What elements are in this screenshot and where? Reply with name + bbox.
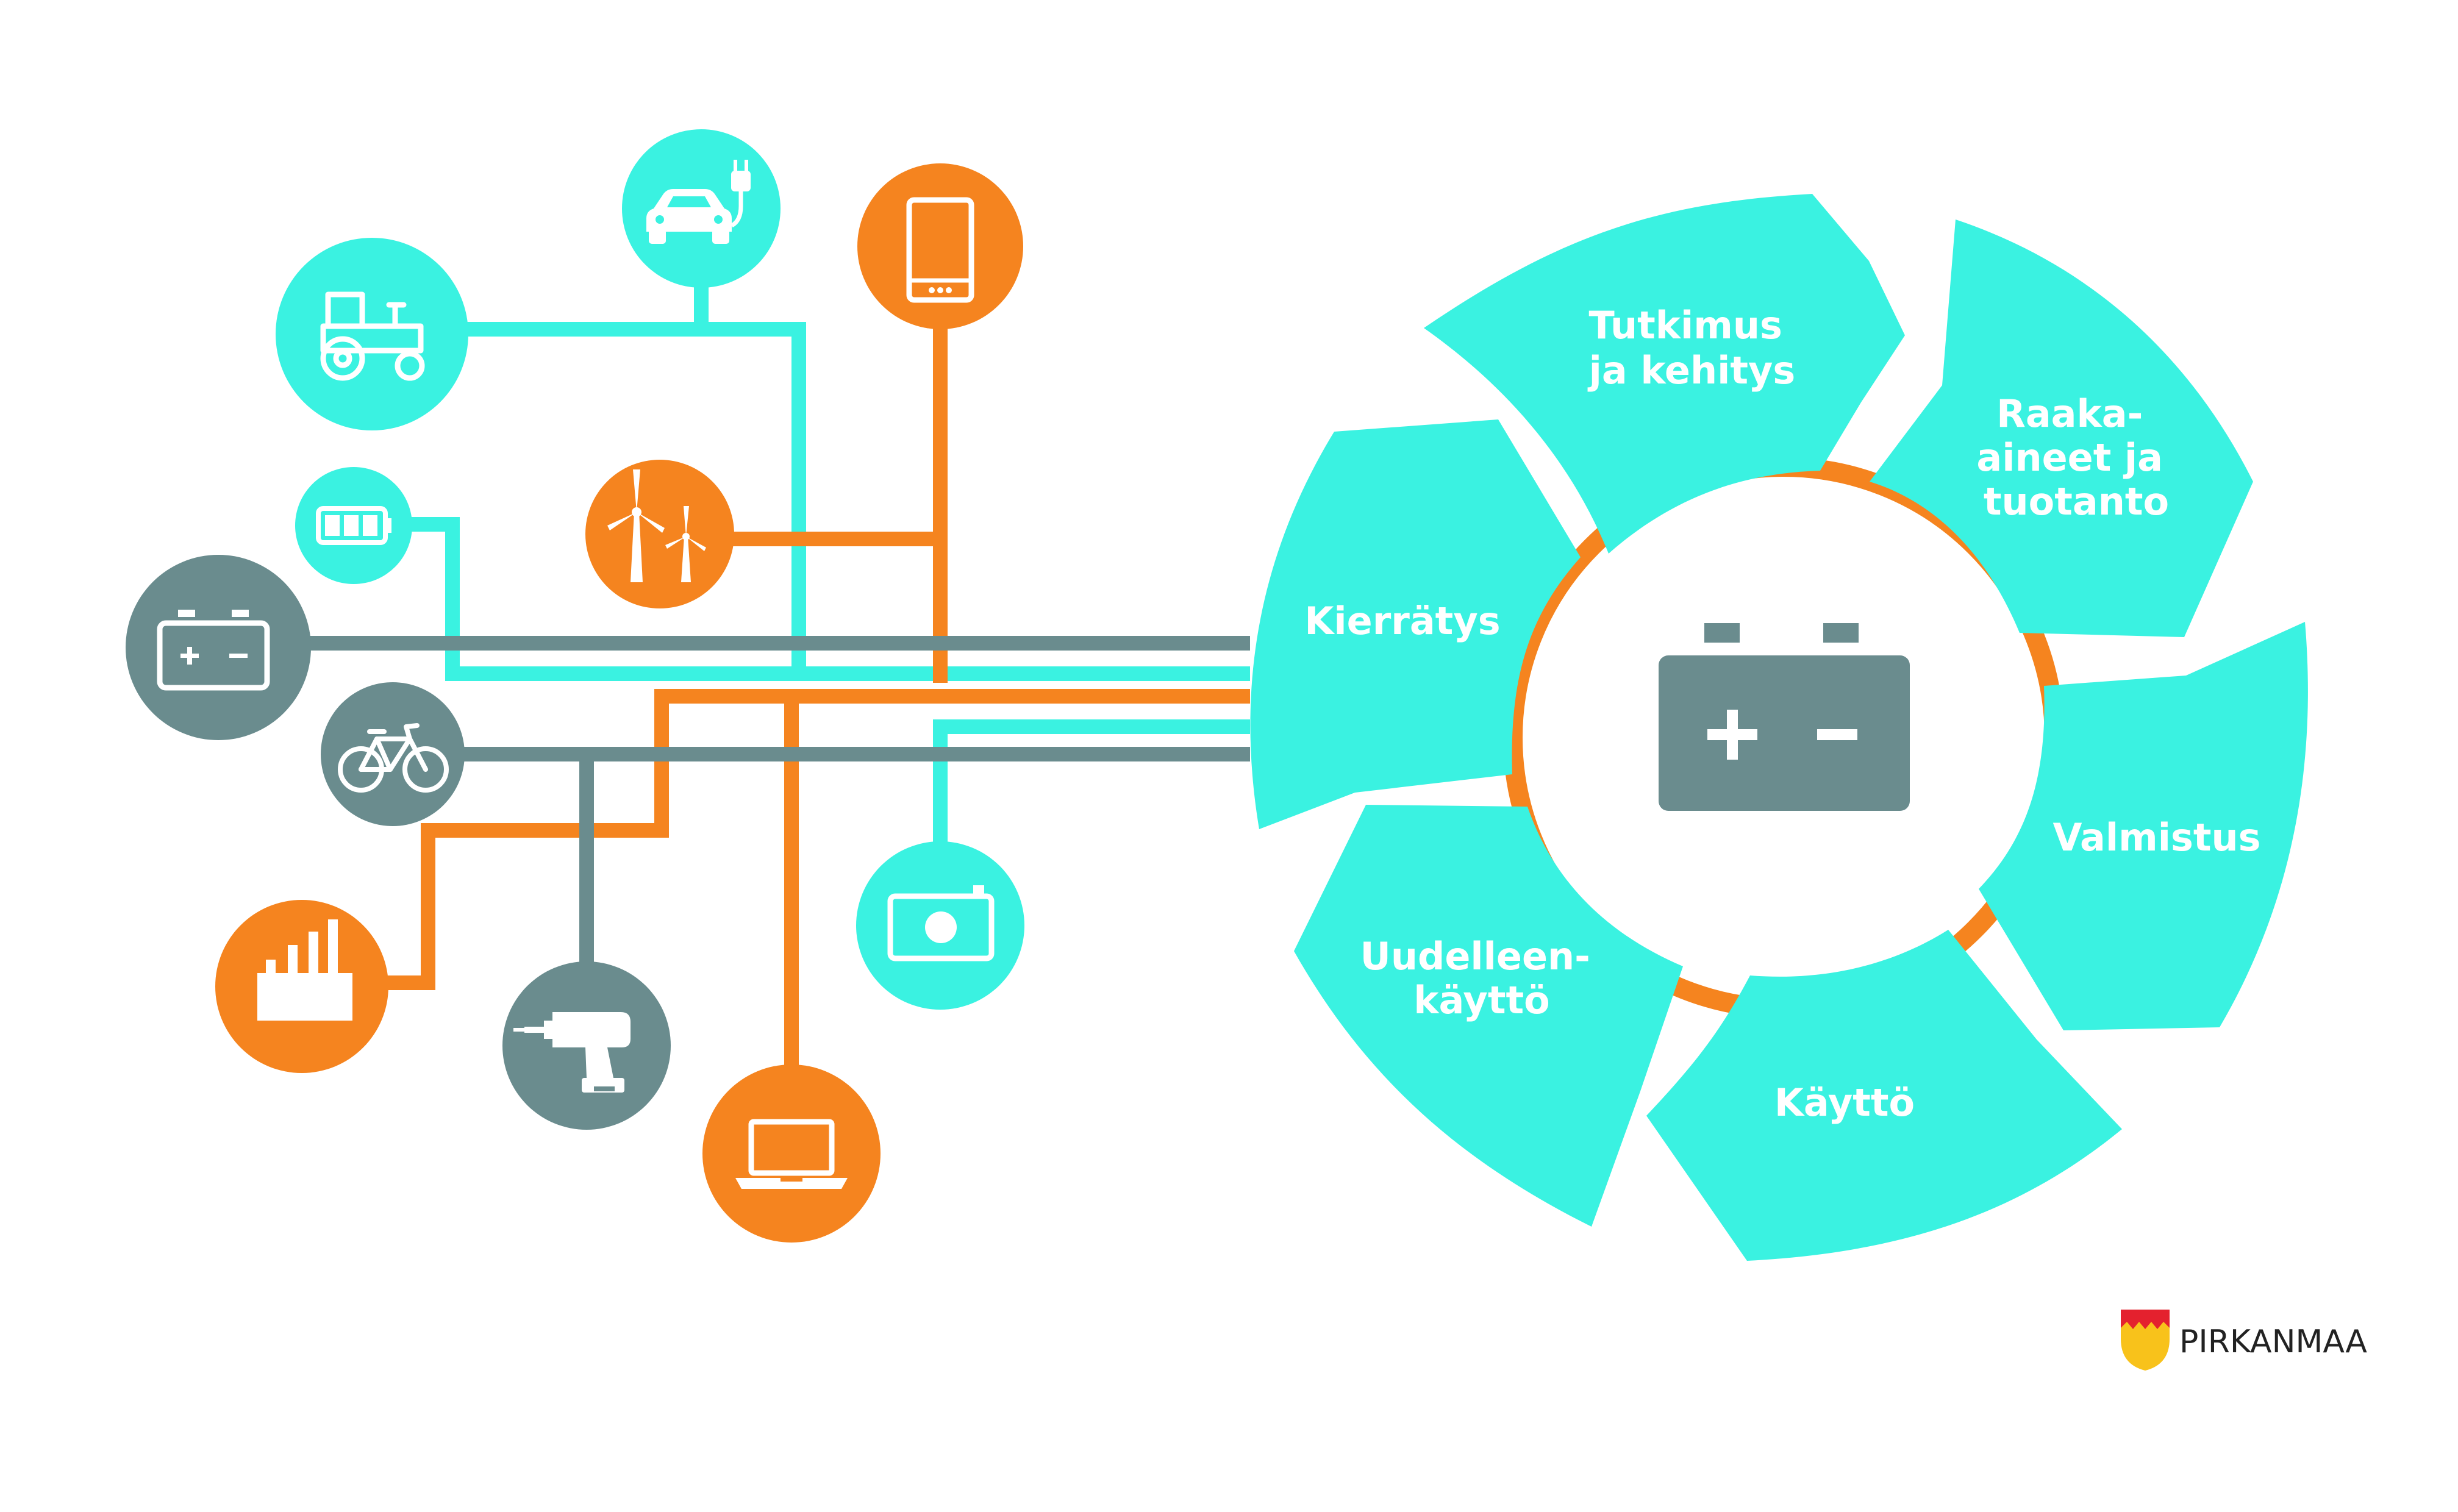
camera-icon (887, 885, 995, 961)
segment-kaytto: Käyttö (1646, 930, 2122, 1261)
camera-node (856, 841, 1024, 1010)
svg-text:Raaka- aineet ja: Raaka- aineet ja tuotanto (1976, 391, 2176, 524)
car-battery-node (126, 555, 311, 740)
tractor-node (276, 238, 468, 430)
small-battery-node (295, 467, 412, 584)
wire-camera (933, 719, 1250, 847)
svg-text:Tutkimus ja kehitys: Tutkimus ja kehitys (1587, 303, 1796, 393)
battery-icon (316, 506, 391, 545)
smartphone-node (857, 163, 1023, 329)
wind-turbines-node (585, 460, 734, 608)
bicycle-icon (338, 723, 449, 793)
wind-turbine-icon (607, 469, 706, 582)
segment-uudelleenkaytto-line-1: Uudelleen- (1360, 934, 1590, 979)
tractor-icon (320, 291, 425, 381)
segment-raaka-aineet-line-1: Raaka- (1996, 391, 2143, 436)
lifecycle-wheel: Tutkimus ja kehitys Raaka- aineet ja tuo… (1250, 194, 2308, 1261)
segment-kierratys: Kierrätys (1250, 419, 1581, 829)
wire-tractor (465, 322, 806, 674)
coat-of-arms-icon (2121, 1310, 2170, 1371)
segment-raaka-aineet-line-3: tuotanto (1984, 479, 2169, 524)
segment-tutkimus-line-1: Tutkimus (1589, 303, 1782, 348)
connection-wires (304, 287, 1250, 1067)
segment-tutkimus-line-2: ja kehitys (1587, 348, 1796, 393)
electric-car-icon (646, 160, 751, 244)
segment-uudelleenkaytto: Uudelleen- käyttö (1294, 805, 1683, 1227)
logo-text: PIRKANMAA (2179, 1324, 2367, 1360)
wire-factory-laptop (387, 689, 1250, 990)
smartphone-icon (906, 197, 974, 303)
segment-kaytto-line-1: Käyttö (1774, 1080, 1915, 1125)
segment-uudelleenkaytto-line-2: käyttö (1413, 978, 1549, 1022)
factory-icon (257, 919, 352, 1021)
pirkanmaa-logo: PIRKANMAA (2121, 1310, 2367, 1371)
laptop-node (702, 1064, 881, 1243)
device-nodes (126, 129, 1024, 1243)
electric-car-node (622, 129, 781, 288)
segment-raaka-aineet: Raaka- aineet ja tuotanto (1870, 219, 2253, 637)
svg-text:Kierrätys: Kierrätys (1304, 599, 1500, 643)
wire-small-battery (409, 517, 1250, 681)
lifecycle-segments: Tutkimus ja kehitys Raaka- aineet ja tuo… (1250, 194, 2308, 1261)
bicycle-node (321, 682, 465, 826)
car-battery-icon (157, 610, 270, 691)
drill-node (502, 961, 671, 1130)
segment-raaka-aineet-line-2: aineet ja (1976, 435, 2163, 480)
segment-valmistus: Valmistus (1979, 622, 2308, 1030)
segment-tutkimus: Tutkimus ja kehitys (1424, 194, 1905, 554)
svg-text:Uudelleen- käyttö: Uudelleen- käyttö (1360, 934, 1604, 1022)
drill-icon (513, 1012, 631, 1093)
segment-kierratys-line-1: Kierrätys (1304, 599, 1500, 643)
factory-node (215, 900, 388, 1073)
svg-text:Valmistus: Valmistus (2053, 815, 2260, 860)
segment-valmistus-line-1: Valmistus (2053, 815, 2260, 860)
laptop-icon (735, 1119, 848, 1189)
svg-text:Käyttö: Käyttö (1774, 1080, 1915, 1125)
car-battery-icon (1659, 623, 1910, 811)
